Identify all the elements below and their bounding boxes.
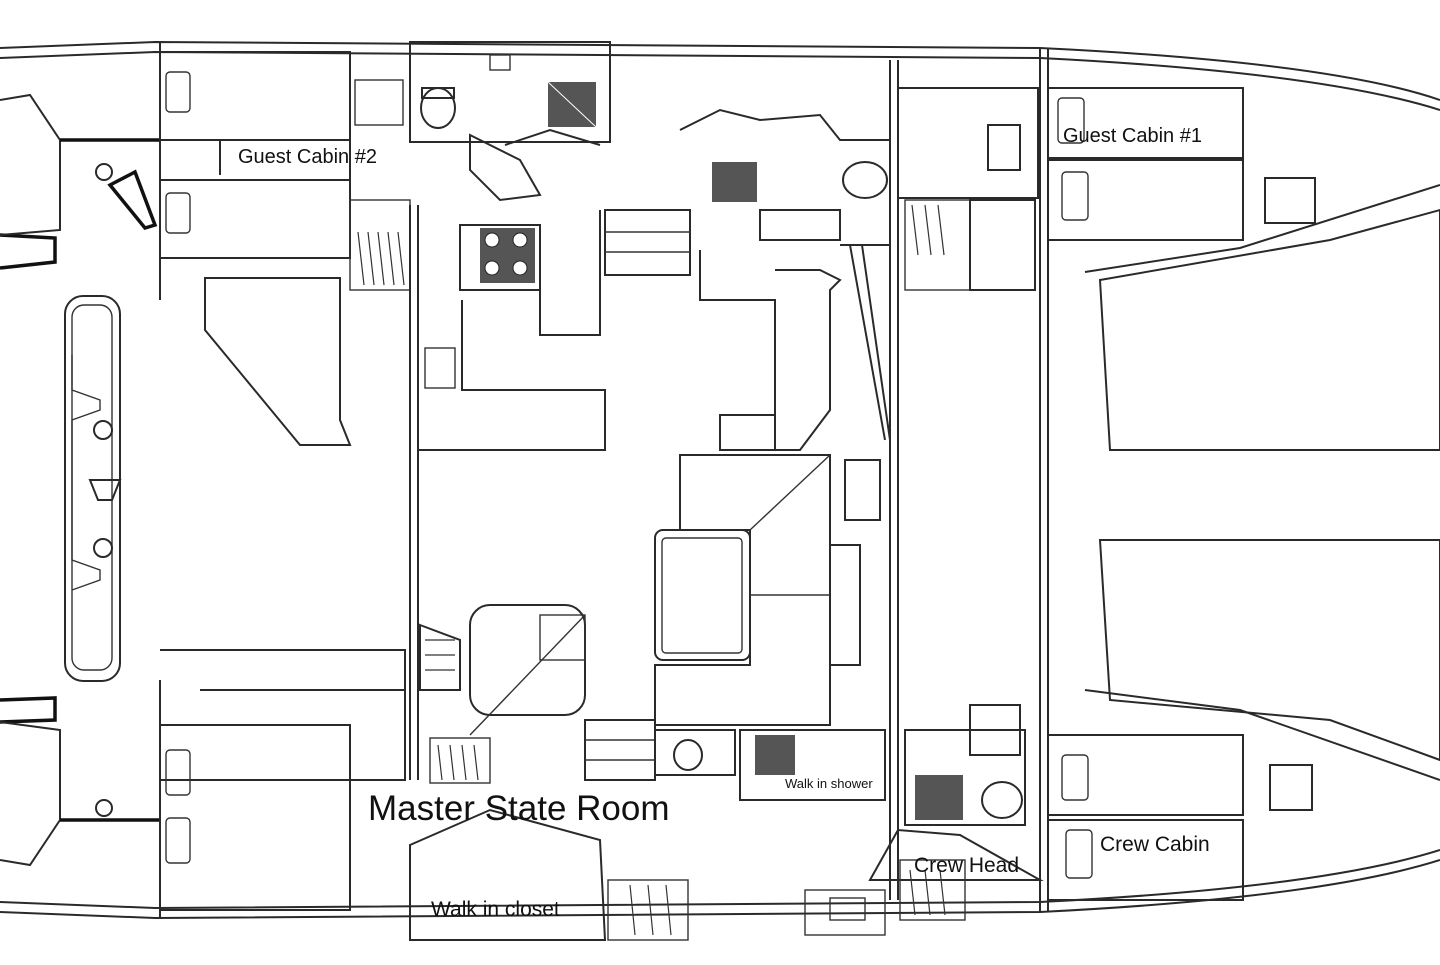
label-walk-in-closet: Walk in closet [431, 898, 560, 921]
label-crew-cabin: Crew Cabin [1100, 833, 1210, 856]
label-guest-cabin-1: Guest Cabin #1 [1063, 125, 1202, 147]
salon [654, 108, 891, 726]
aft-deck [0, 93, 160, 867]
label-walk-in-shower: Walk in shower [785, 776, 873, 791]
label-master-state-room: Master State Room [368, 789, 670, 828]
starboard-rooms [868, 60, 1440, 921]
galley [409, 205, 691, 780]
master-state-room-area [159, 604, 886, 941]
guest-cabin-2 [159, 51, 411, 446]
label-guest-cabin-2: Guest Cabin #2 [238, 146, 377, 168]
label-crew-head: Crew Head [914, 854, 1019, 877]
port-aft-head [354, 41, 611, 202]
